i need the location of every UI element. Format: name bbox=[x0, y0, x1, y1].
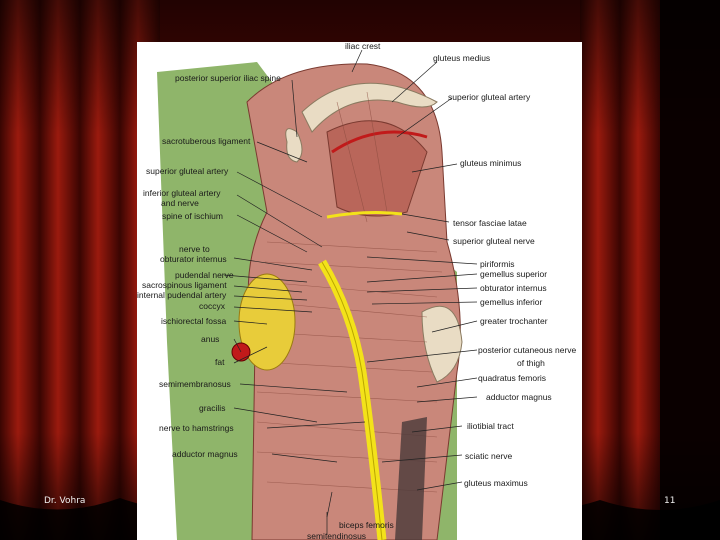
footer-author: Dr. Vohra bbox=[44, 496, 86, 506]
label-adductor-magnus-right: adductor magnus bbox=[486, 392, 552, 402]
label-gracilis: gracilis bbox=[199, 403, 226, 413]
label-of-thigh: of thigh bbox=[517, 358, 545, 368]
label-gluteus-maximus: gluteus maximus bbox=[464, 478, 528, 488]
label-posterior-superior-iliac-spine: posterior superior iliac spine bbox=[175, 73, 281, 83]
footer-page-number: 11 bbox=[664, 496, 676, 506]
gluteal-region-drawing bbox=[157, 49, 478, 540]
label-coccyx: coccyx bbox=[199, 301, 225, 311]
label-iliac-crest: iliac crest bbox=[345, 42, 381, 51]
label-nerve-to: nerve to bbox=[179, 244, 210, 254]
label-semitendinosus: semitendinosus bbox=[307, 531, 367, 540]
label-quadratus-femoris: quadratus femoris bbox=[478, 373, 547, 383]
label-adductor-magnus-left: adductor magnus bbox=[172, 449, 238, 459]
label-gluteus-minimus: gluteus minimus bbox=[460, 158, 522, 168]
label-internal-pudendal-artery: internal pudendal artery bbox=[137, 290, 227, 300]
label-gemellus-superior: gemellus superior bbox=[480, 269, 548, 279]
label-sacrotuberous-ligament: sacrotuberous ligament bbox=[162, 136, 251, 146]
label-piriformis: piriformis bbox=[480, 259, 515, 269]
label-superior-gluteal-artery-left: superior gluteal artery bbox=[146, 166, 229, 176]
label-posterior-cutaneous-nerve: posterior cutaneous nerve bbox=[478, 345, 577, 355]
label-tensor-fasciae-latae: tensor fasciae latae bbox=[453, 218, 527, 228]
anatomy-illustration: iliac crest gluteus medius posterior sup… bbox=[137, 42, 582, 540]
label-obturator-internus-left: obturator internus bbox=[160, 254, 227, 264]
label-superior-gluteal-artery-right: superior gluteal artery bbox=[448, 92, 531, 102]
label-biceps-femoris: biceps femoris bbox=[339, 520, 394, 530]
label-gluteus-medius: gluteus medius bbox=[433, 53, 491, 63]
label-nerve-to-hamstrings: nerve to hamstrings bbox=[159, 423, 234, 433]
label-gemellus-inferior: gemellus inferior bbox=[480, 297, 543, 307]
label-semimembranosus: semimembranosus bbox=[159, 379, 231, 389]
label-inferior-gluteal-artery: inferior gluteal artery bbox=[143, 188, 221, 198]
label-spine-of-ischium: spine of ischium bbox=[162, 211, 223, 221]
label-sacrospinous-ligament: sacrospinous ligament bbox=[142, 280, 227, 290]
label-and-nerve: and nerve bbox=[161, 198, 199, 208]
label-sciatic-nerve: sciatic nerve bbox=[465, 451, 513, 461]
label-greater-trochanter: greater trochanter bbox=[480, 316, 548, 326]
label-superior-gluteal-nerve: superior gluteal nerve bbox=[453, 236, 535, 246]
label-anus: anus bbox=[201, 334, 220, 344]
label-ischiorectal-fossa: ischiorectal fossa bbox=[161, 316, 227, 326]
label-obturator-internus-right: obturator internus bbox=[480, 283, 547, 293]
label-fat: fat bbox=[215, 357, 225, 367]
label-pudendal-nerve: pudendal nerve bbox=[175, 270, 234, 280]
label-iliotibial-tract: iliotibial tract bbox=[467, 421, 514, 431]
